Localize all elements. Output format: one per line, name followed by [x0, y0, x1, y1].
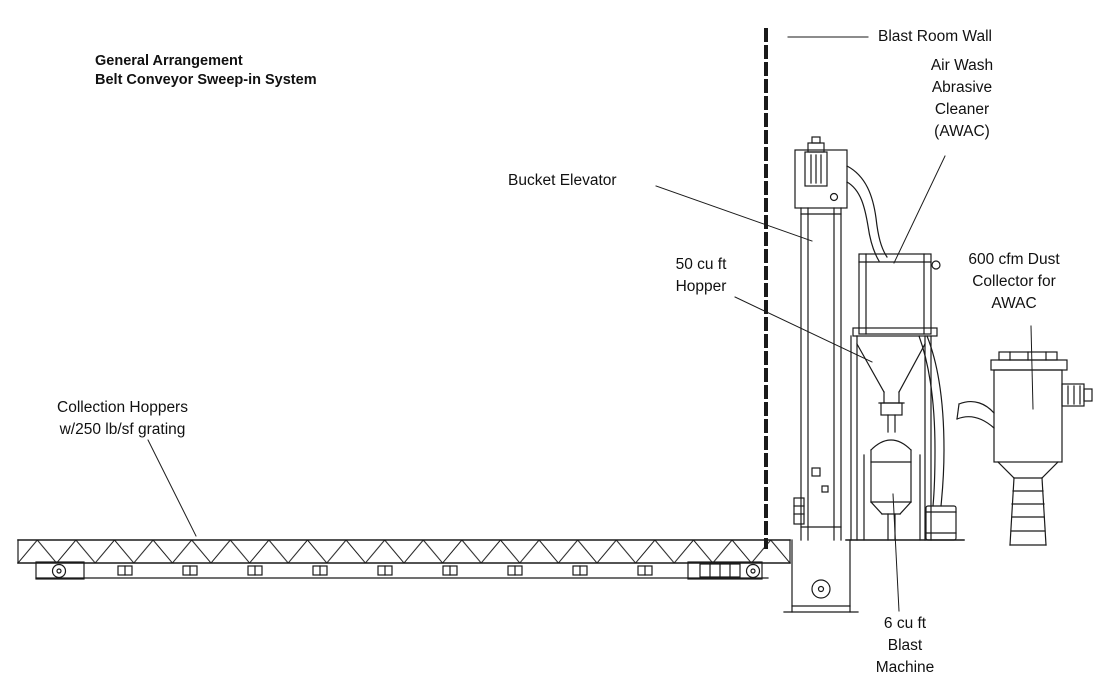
drive-unit: [687, 561, 763, 580]
label-hopper: 50 cu ft Hopper: [675, 256, 727, 295]
tail-pulley: [35, 561, 85, 580]
label-dust-collector: 600 cfm Dust Collector for AWAC: [968, 251, 1060, 312]
label-bucket-elevator: Bucket Elevator: [508, 172, 617, 189]
label-awac: Air Wash Abrasive Cleaner (AWAC): [930, 57, 994, 140]
hopper-unit: [850, 335, 945, 541]
elevator-boot: [783, 539, 859, 613]
label-collection-hoppers: Collection Hoppers w/250 lb/sf grating: [57, 399, 188, 438]
abrasive-drum: [925, 505, 957, 541]
blast-machine-unit: [845, 402, 965, 541]
bucket-elevator-unit: [793, 136, 888, 541]
diagram-title: General Arrangement Belt Conveyor Sweep-…: [95, 53, 317, 88]
label-blast-room-wall: Blast Room Wall: [878, 28, 992, 45]
roller-stands: [117, 565, 653, 576]
label-blast-machine: 6 cu ft Blast Machine: [875, 615, 935, 676]
dust-collector-unit: [956, 351, 1093, 546]
awac-unit: [852, 253, 941, 337]
belt-conveyor: [17, 539, 791, 580]
leader-lines: [147, 36, 1034, 612]
